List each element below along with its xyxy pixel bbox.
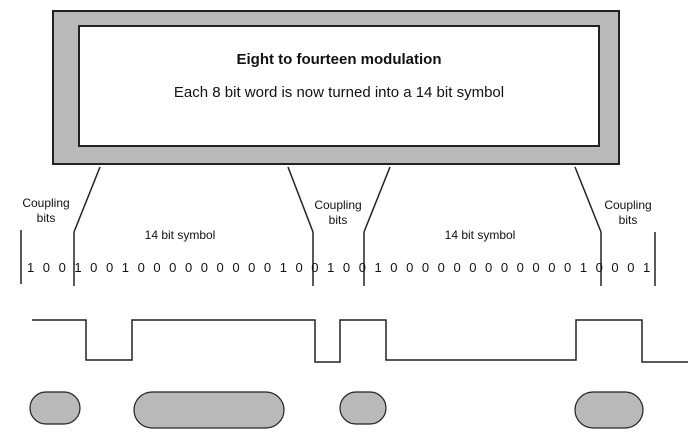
bit-digit: 0 <box>90 260 98 275</box>
symbol-label-left: 14 bit symbol <box>144 228 216 242</box>
bit-digit: 1 <box>74 260 82 275</box>
pit-ellipse <box>574 391 644 429</box>
bit-digit: 0 <box>105 260 114 275</box>
bit-digit: 0 <box>453 260 461 275</box>
bit-digit: 1 <box>579 260 588 275</box>
pit-ellipse <box>339 391 387 425</box>
bit-digit: 0 <box>500 260 509 275</box>
bit-digit: 0 <box>311 260 319 275</box>
bit-digit: 0 <box>248 260 256 275</box>
bit-digit: 0 <box>216 260 224 275</box>
bit-digit: 0 <box>485 260 493 275</box>
coupling-bits-label-left: Coupling bits <box>22 196 70 225</box>
coupling-bits-label-right: Coupling bits <box>604 198 652 227</box>
bit-digit: 1 <box>374 260 382 275</box>
bit-digit: 0 <box>184 260 193 275</box>
bit-digit: 1 <box>121 260 129 275</box>
symbol-label-right: 14 bit symbol <box>444 228 516 242</box>
bit-digit: 0 <box>342 260 351 275</box>
bit-digit: 1 <box>279 260 287 275</box>
bit-digit: 0 <box>516 260 524 275</box>
bit-digit: 0 <box>58 260 66 275</box>
bit-digit: 0 <box>421 260 430 275</box>
connector-line <box>287 166 314 233</box>
title-panel: Eight to fourteen modulation Each 8 bit … <box>78 25 600 147</box>
bit-digit: 0 <box>358 260 366 275</box>
bit-digit: 0 <box>200 260 208 275</box>
bit-digit: 0 <box>469 260 477 275</box>
connector-line <box>363 166 391 233</box>
pit-ellipse <box>133 391 285 429</box>
bit-digit: 0 <box>611 260 619 275</box>
bit-digit: 0 <box>42 260 51 275</box>
bit-digit: 0 <box>153 260 161 275</box>
bit-digit: 0 <box>295 260 303 275</box>
bit-digit: 0 <box>437 260 445 275</box>
bit-digit: 0 <box>627 260 635 275</box>
bit-digit: 0 <box>232 260 240 275</box>
bit-digit: 0 <box>406 260 414 275</box>
bit-digit: 0 <box>137 260 145 275</box>
bit-digit: 0 <box>564 260 572 275</box>
bit-digit: 1 <box>327 260 335 275</box>
pit-ellipse <box>29 391 81 425</box>
diagram-subtitle: Each 8 bit word is now turned into a 14 … <box>173 84 505 101</box>
bit-digit: 1 <box>643 260 651 275</box>
connector-line <box>73 166 101 233</box>
waveform <box>32 319 688 363</box>
bit-digit: 0 <box>532 260 540 275</box>
bit-digit: 0 <box>263 260 272 275</box>
bit-digit: 0 <box>595 260 603 275</box>
connector-line <box>574 166 602 233</box>
diagram-title: Eight to fourteen modulation <box>236 51 442 68</box>
bit-digit: 0 <box>390 260 398 275</box>
coupling-bits-label-mid: Coupling bits <box>314 198 362 227</box>
bit-digit: 0 <box>169 260 177 275</box>
bit-digit: 1 <box>27 260 35 275</box>
bit-digit: 0 <box>548 260 556 275</box>
